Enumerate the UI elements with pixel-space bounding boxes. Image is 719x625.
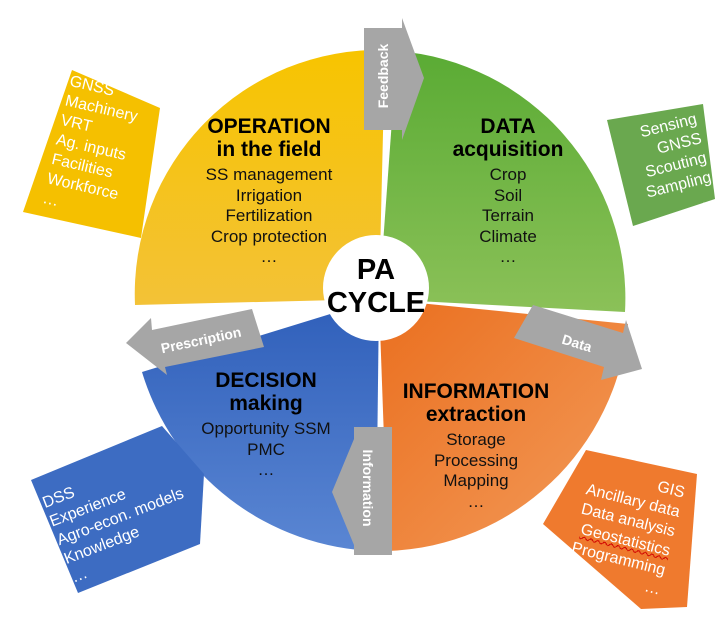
- information-label: INFORMATION extraction Storage Processin…: [386, 381, 566, 512]
- data-item: …: [499, 247, 517, 266]
- operation-item: SS management: [205, 165, 333, 184]
- data-title-2: acquisition: [452, 138, 564, 161]
- operation-wedge: [134, 49, 385, 305]
- prescription-arrow: [126, 309, 264, 375]
- operation-item: Crop protection: [210, 226, 328, 246]
- center-circle: [323, 235, 429, 341]
- decision-wedge: [142, 299, 379, 551]
- decision-item: PMC: [247, 439, 285, 459]
- operation-item: Fertilization: [225, 206, 313, 225]
- information-wedge: [379, 299, 628, 551]
- information-arrow: [332, 427, 392, 555]
- center-label: PA CYCLE: [326, 254, 426, 320]
- decision-title-2: making: [229, 392, 303, 415]
- decision-label: DECISION making Opportunity SSM PMC …: [186, 370, 346, 481]
- information-item: Mapping: [443, 471, 509, 490]
- information-items: Storage Processing Mapping …: [386, 430, 566, 512]
- information-item: …: [467, 491, 485, 511]
- operation-items: SS management Irrigation Fertilization C…: [184, 165, 354, 268]
- data-title-1: DATA: [480, 115, 536, 138]
- information-title-2: extraction: [425, 403, 527, 426]
- decision-items: Opportunity SSM PMC …: [186, 419, 346, 481]
- data-item: Terrain: [482, 206, 534, 225]
- data-side-box: [607, 104, 715, 226]
- operation-side-box: [23, 70, 160, 238]
- center-line-1: PA: [356, 254, 396, 286]
- feedback-arrow: [364, 18, 424, 140]
- feedback-arrow-label: Feedback: [375, 43, 391, 109]
- decision-item: Opportunity SSM: [201, 419, 331, 438]
- operation-title-1: OPERATION: [207, 115, 331, 138]
- data-item: Crop: [489, 165, 527, 184]
- data-arrow: [514, 305, 642, 380]
- operation-item: …: [260, 247, 278, 266]
- operation-label: OPERATION in the field SS management Irr…: [184, 116, 354, 268]
- data-item: Soil: [493, 185, 523, 205]
- information-title-1: INFORMATION: [402, 380, 550, 403]
- decision-title-1: DECISION: [215, 369, 317, 392]
- data-wedge: [379, 51, 626, 312]
- decision-item: …: [257, 460, 275, 479]
- operation-item: Irrigation: [235, 185, 303, 205]
- data-item: Climate: [479, 226, 537, 246]
- information-arrow-label: Information: [360, 449, 376, 527]
- information-item: Processing: [433, 450, 519, 470]
- information-item: Storage: [446, 430, 506, 449]
- data-items: Crop Soil Terrain Climate …: [438, 165, 578, 268]
- data-label: DATA acquisition Crop Soil Terrain Clima…: [438, 116, 578, 268]
- center-line-2: CYCLE: [326, 287, 426, 319]
- information-side-box: [543, 450, 697, 609]
- operation-title-2: in the field: [216, 138, 322, 161]
- decision-side-box: [31, 426, 204, 593]
